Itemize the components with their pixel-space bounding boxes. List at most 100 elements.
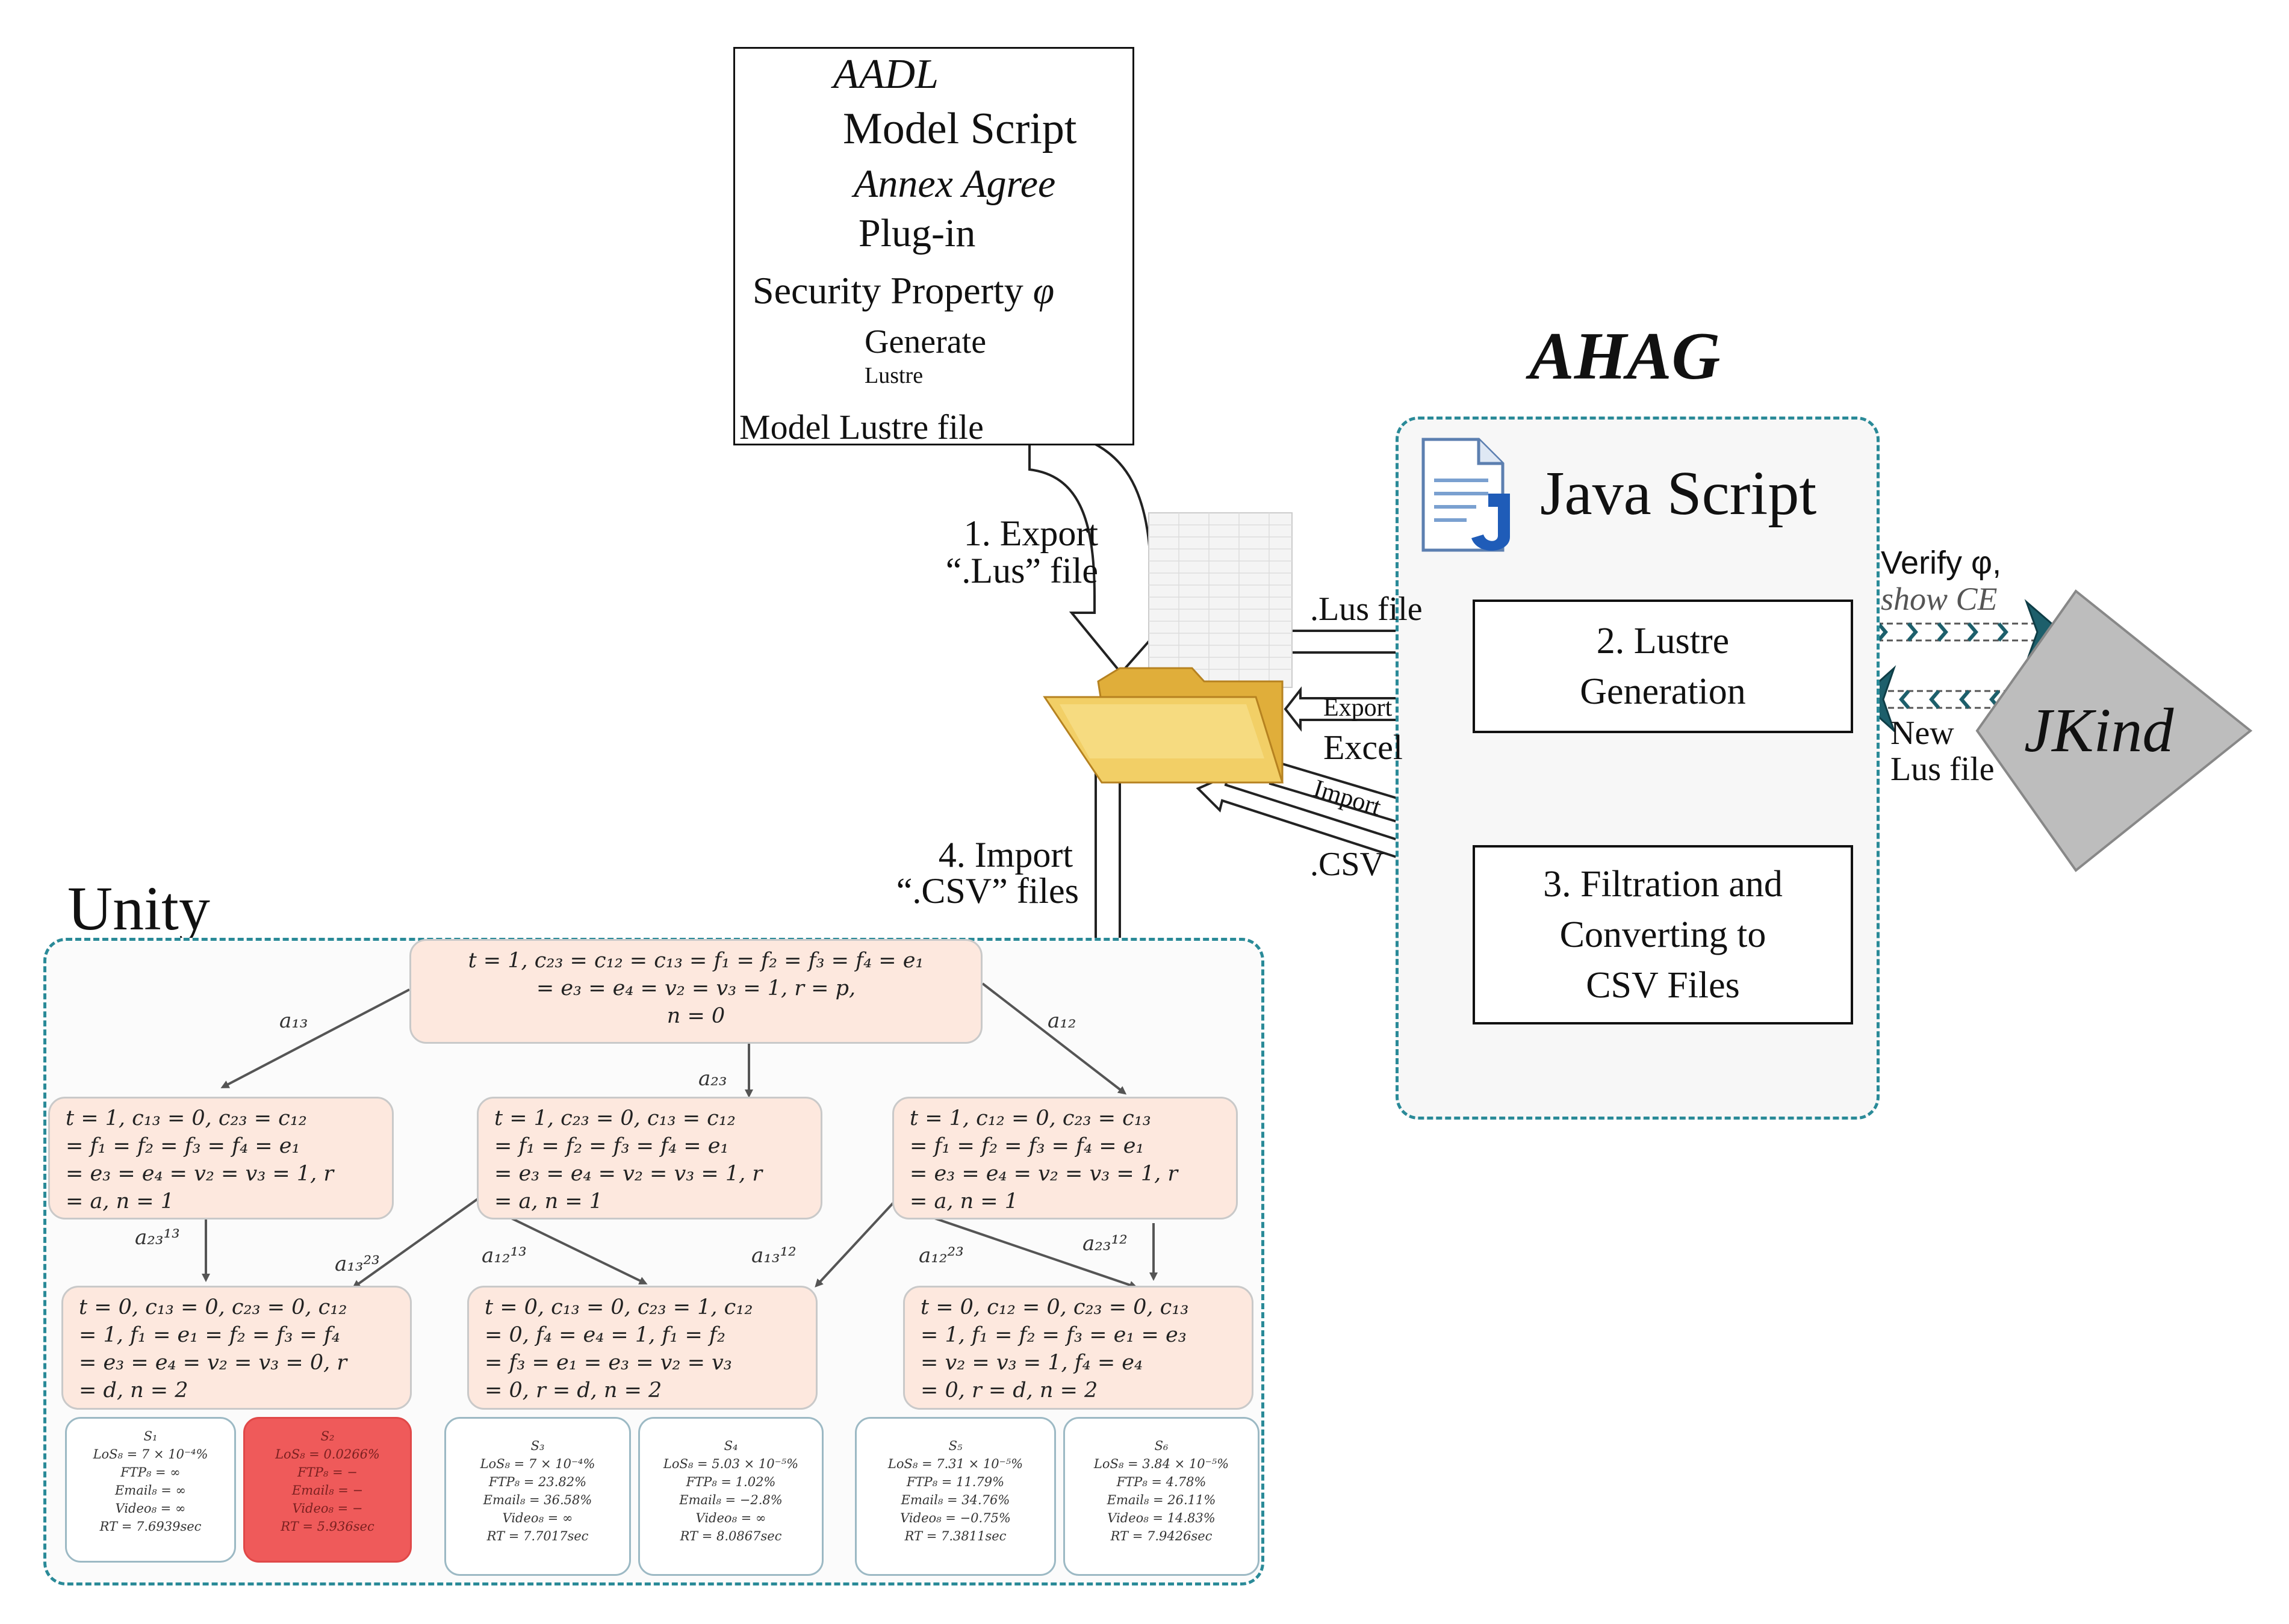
label-a23-13: a₂₃¹³ xyxy=(135,1226,180,1250)
state-line: FTP₈ = 1.02% xyxy=(686,1475,776,1489)
annex-agree-label: Annex Agree xyxy=(854,162,1056,206)
node-line: = f₁ = f₂ = f₃ = f₄ = e₁ xyxy=(494,1134,729,1158)
node-line: = 0, r = d, n = 2 xyxy=(485,1378,662,1402)
node-line: = a, n = 1 xyxy=(910,1189,1018,1213)
state-line: S₄ xyxy=(724,1439,738,1453)
state-line: S₃ xyxy=(530,1439,545,1453)
state-box-s3: S₃ LoS₈ = 7 × 10⁻⁴% FTP₈ = 23.82% Email₈… xyxy=(444,1417,631,1576)
folder-icon xyxy=(1043,667,1284,784)
label-a12-23: a₁₂²³ xyxy=(919,1244,964,1268)
node-line: = a, n = 1 xyxy=(494,1189,603,1213)
state-line: S₂ xyxy=(320,1429,335,1443)
export-small-label: Export xyxy=(1323,694,1393,722)
state-line: Video₈ = ∞ xyxy=(115,1501,186,1516)
state-line: S₅ xyxy=(948,1439,963,1453)
verify-label: Verify φ, xyxy=(1881,545,2002,581)
aadl-model-box xyxy=(733,47,1134,445)
label-a13-23: a₁₃²³ xyxy=(335,1252,380,1276)
state-line: FTP₈ = 11.79% xyxy=(906,1475,1005,1489)
state-line: FTP₈ = − xyxy=(297,1465,358,1480)
root-line3: n = 0 xyxy=(666,1004,725,1028)
label-a13-12: a₁₃¹² xyxy=(751,1244,797,1268)
state-line: RT = 7.7017sec xyxy=(486,1529,589,1543)
node-line: = a, n = 1 xyxy=(66,1189,174,1213)
state-line: Video₈ = − xyxy=(292,1501,363,1516)
node-line: = f₁ = f₂ = f₃ = f₄ = e₁ xyxy=(910,1134,1144,1158)
java-file-icon xyxy=(1421,438,1510,552)
node-line: = f₁ = f₂ = f₃ = f₄ = e₁ xyxy=(66,1134,300,1158)
state-line: RT = 7.6939sec xyxy=(99,1519,202,1534)
lus-file-label: .Lus file xyxy=(1310,590,1423,628)
label-a13: a₁₃ xyxy=(279,1009,308,1033)
state-box-s4: S₄ LoS₈ = 5.03 × 10⁻⁵% FTP₈ = 1.02% Emai… xyxy=(638,1417,824,1576)
tree-node-l1-a12: t = 1, c₁₂ = 0, c₂₃ = c₁₃ = f₁ = f₂ = f₃… xyxy=(892,1097,1238,1220)
state-line: Video₈ = ∞ xyxy=(502,1511,573,1525)
show-ce-label: show CE xyxy=(1881,581,1998,617)
node-line: t = 1, c₁₃ = 0, c₂₃ = c₁₂ xyxy=(66,1106,307,1130)
model-lustre-file-label: Model Lustre file xyxy=(739,408,984,447)
state-line: RT = 7.9426sec xyxy=(1110,1529,1213,1543)
root-line1: t = 1, c₂₃ = c₁₂ = c₁₃ = f₁ = f₂ = f₃ = … xyxy=(468,949,924,973)
lus-file-new-label: Lus file xyxy=(1890,751,1995,788)
state-line: Email₈ = − xyxy=(291,1483,364,1498)
label-a12: a₁₂ xyxy=(1048,1009,1076,1033)
filtration-box: 3. Filtration and Converting to CSV File… xyxy=(1473,845,1853,1024)
state-line: LoS₈ = 7 × 10⁻⁴% xyxy=(480,1457,595,1471)
node-line: t = 0, c₁₂ = 0, c₂₃ = 0, c₁₃ xyxy=(921,1295,1189,1319)
node-line: = 1, f₁ = e₁ = f₂ = f₃ = f₄ xyxy=(79,1323,340,1347)
lustre-gen-line1: 2. Lustre xyxy=(1596,621,1730,662)
tree-root-node: t = 1, c₂₃ = c₁₂ = c₁₃ = f₁ = f₂ = f₃ = … xyxy=(409,939,983,1044)
state-line: RT = 8.0867sec xyxy=(680,1529,782,1543)
state-line: LoS₈ = 0.0266% xyxy=(275,1447,380,1461)
node-line: t = 0, c₁₃ = 0, c₂₃ = 1, c₁₂ xyxy=(485,1295,753,1319)
aadl-title: AADL xyxy=(833,51,939,98)
node-line: = f₃ = e₁ = e₃ = v₂ = v₃ xyxy=(485,1351,732,1375)
csv-label: .CSV xyxy=(1310,846,1384,883)
state-line: Email₈ = 26.11% xyxy=(1107,1493,1216,1507)
plugin-label: Plug-in xyxy=(859,211,976,255)
export-lus-label-2: “.Lus” file xyxy=(945,551,1098,590)
lustre-gen-line2: Generation xyxy=(1580,671,1746,712)
state-box-s5: S₅ LoS₈ = 7.31 × 10⁻⁵% FTP₈ = 11.79% Ema… xyxy=(855,1417,1056,1576)
state-line: RT = 7.3811sec xyxy=(904,1529,1007,1543)
tree-node-l1-a13: t = 1, c₁₃ = 0, c₂₃ = c₁₂ = f₁ = f₂ = f₃… xyxy=(48,1097,394,1220)
tree-node-l2-left: t = 0, c₁₃ = 0, c₂₃ = 0, c₁₂ = 1, f₁ = e… xyxy=(61,1286,412,1410)
edge-a13-23 xyxy=(352,1197,480,1289)
import-csv-label-1: 4. Import xyxy=(938,835,1073,875)
unity-title: Unity xyxy=(67,874,210,943)
node-line: = 0, r = d, n = 2 xyxy=(921,1378,1098,1402)
state-box-s6: S₆ LoS₈ = 3.84 × 10⁻⁵% FTP₈ = 4.78% Emai… xyxy=(1063,1417,1259,1576)
state-line: Email₈ = 34.76% xyxy=(901,1493,1010,1507)
node-line: = e₃ = e₄ = v₂ = v₃ = 1, r xyxy=(910,1162,1178,1186)
edge-a12 xyxy=(981,982,1127,1095)
spreadsheet-icon xyxy=(1148,512,1293,688)
node-line: = d, n = 2 xyxy=(79,1378,188,1402)
root-line2: = e₃ = e₄ = v₂ = v₃ = 1, r = p, xyxy=(536,976,856,1000)
label-a23-12: a₂₃¹² xyxy=(1082,1232,1128,1256)
state-line: Email₈ = −2.8% xyxy=(679,1493,783,1507)
import-csv-label-2: “.CSV” files xyxy=(896,871,1079,911)
node-line: = e₃ = e₄ = v₂ = v₃ = 1, r xyxy=(494,1162,763,1186)
node-line: = e₃ = e₄ = v₂ = v₃ = 1, r xyxy=(66,1162,334,1186)
filtration-line1: 3. Filtration and xyxy=(1543,864,1783,905)
node-line: = e₃ = e₄ = v₂ = v₃ = 0, r xyxy=(79,1351,347,1375)
node-line: t = 0, c₁₃ = 0, c₂₃ = 0, c₁₂ xyxy=(79,1295,347,1319)
ahag-title: AHAG xyxy=(1529,319,1721,394)
state-box-s2: S₂ LoS₈ = 0.0266% FTP₈ = − Email₈ = − Vi… xyxy=(243,1417,412,1563)
state-line: FTP₈ = 23.82% xyxy=(488,1475,587,1489)
node-line: = 1, f₁ = f₂ = f₃ = e₁ = e₃ xyxy=(921,1323,1187,1347)
state-line: Email₈ = ∞ xyxy=(114,1483,187,1498)
state-line: FTP₈ = 4.78% xyxy=(1116,1475,1207,1489)
lustre-generation-box: 2. Lustre Generation xyxy=(1473,600,1853,733)
state-line: LoS₈ = 7.31 × 10⁻⁵% xyxy=(887,1457,1023,1471)
model-script-label: Model Script xyxy=(843,104,1077,153)
tree-node-l2-right: t = 0, c₁₂ = 0, c₂₃ = 0, c₁₃ = 1, f₁ = f… xyxy=(903,1286,1253,1410)
state-line: Email₈ = 36.58% xyxy=(483,1493,592,1507)
node-line: t = 1, c₁₂ = 0, c₂₃ = c₁₃ xyxy=(910,1106,1151,1130)
state-line: Video₈ = ∞ xyxy=(695,1511,766,1525)
jkind-label: JKind xyxy=(2024,696,2174,765)
node-line: = 0, f₄ = e₄ = 1, f₁ = f₂ xyxy=(485,1323,725,1347)
security-property-label: Security Property φ xyxy=(753,268,1054,313)
label-a23: a₂₃ xyxy=(698,1067,727,1091)
export-lus-label-1: 1. Export xyxy=(963,513,1098,553)
